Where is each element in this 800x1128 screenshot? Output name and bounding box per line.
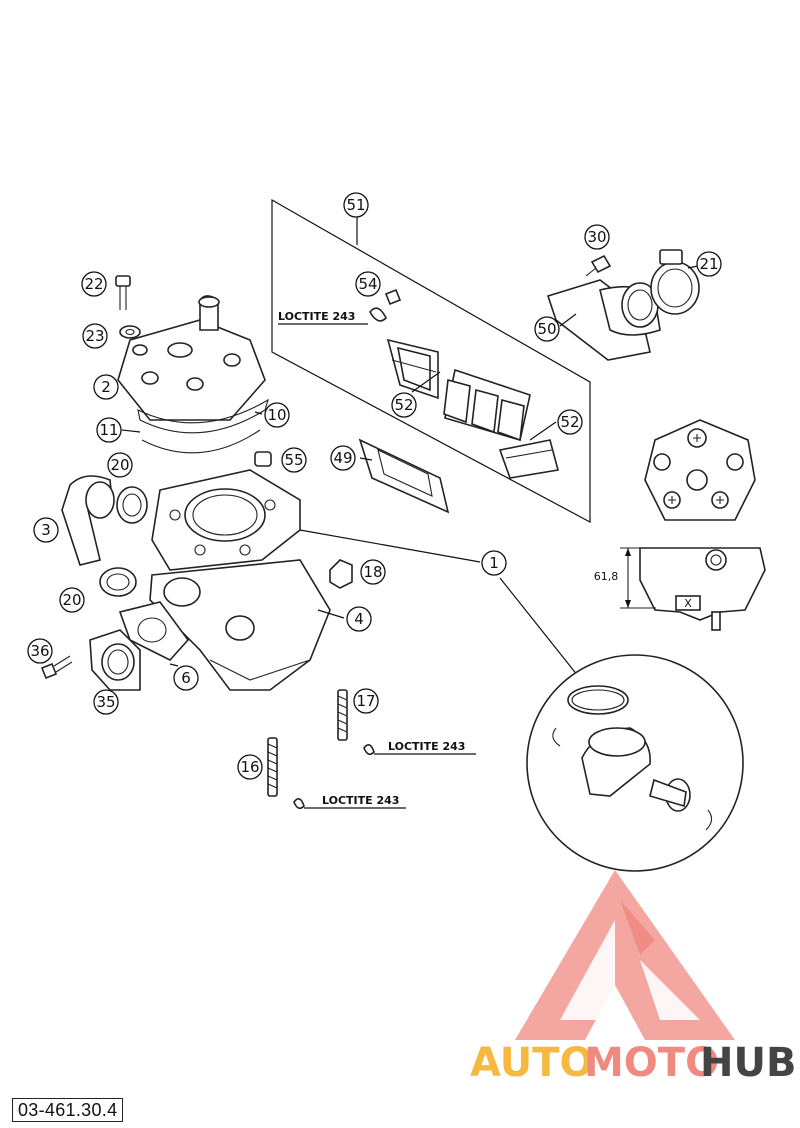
o-ring-11 bbox=[141, 429, 261, 454]
dimension-label: 61,8 bbox=[594, 570, 619, 583]
reed-petals-left bbox=[386, 338, 439, 400]
watermark-auto: AUTO bbox=[470, 1040, 594, 1086]
head-gasket-10 bbox=[137, 398, 269, 434]
leader-1-piston bbox=[499, 577, 579, 677]
svg-text:52: 52 bbox=[394, 396, 413, 414]
reed-block bbox=[443, 368, 531, 442]
callout-1: 1 bbox=[481, 550, 507, 576]
callout-6: 6 bbox=[173, 665, 199, 691]
svg-text:10: 10 bbox=[267, 406, 286, 424]
callout-16: 16 bbox=[237, 754, 263, 780]
svg-text:20: 20 bbox=[62, 591, 81, 609]
loctite-note-17: LOCTITE 243 bbox=[388, 740, 465, 753]
leader-52b bbox=[529, 421, 557, 441]
callout-10: 10 bbox=[264, 402, 290, 428]
callout-30: 30 bbox=[584, 224, 610, 250]
callout-11: 11 bbox=[96, 417, 122, 443]
callout-49: 49 bbox=[330, 445, 356, 471]
leader-52a bbox=[411, 371, 441, 393]
needle-bearing-20-bottom bbox=[99, 567, 137, 597]
callout-21: 21 bbox=[696, 251, 722, 277]
flange-gasket-6 bbox=[118, 601, 190, 661]
svg-text:4: 4 bbox=[354, 610, 364, 628]
svg-text:51: 51 bbox=[346, 196, 365, 214]
callout-54: 54 bbox=[355, 271, 381, 297]
reed-petals-right bbox=[498, 439, 559, 479]
leader-49 bbox=[359, 457, 373, 461]
callout-4: 4 bbox=[346, 606, 372, 632]
svg-text:30: 30 bbox=[587, 228, 606, 246]
head-marking: X bbox=[684, 597, 692, 610]
leader-1-cylinder bbox=[299, 529, 481, 563]
reed-kit-frame bbox=[271, 198, 591, 524]
cylinder-head-2 bbox=[117, 295, 266, 421]
loctite-note-16: LOCTITE 243 bbox=[322, 794, 399, 807]
callout-17: 17 bbox=[353, 688, 379, 714]
washer-23 bbox=[119, 325, 141, 339]
callout-36: 36 bbox=[27, 638, 53, 664]
intake-manifold-50 bbox=[546, 279, 661, 361]
watermark-moto: MOTO bbox=[584, 1040, 719, 1086]
callout-50: 50 bbox=[534, 316, 560, 342]
cylinder-4 bbox=[149, 469, 331, 691]
svg-text:18: 18 bbox=[363, 563, 382, 581]
callout-2: 2 bbox=[93, 374, 119, 400]
svg-text:54: 54 bbox=[358, 275, 377, 293]
svg-text:17: 17 bbox=[356, 692, 375, 710]
svg-text:1: 1 bbox=[489, 554, 499, 572]
callout-55: 55 bbox=[281, 447, 307, 473]
hose-clamp-21 bbox=[650, 249, 700, 315]
callout-23: 23 bbox=[82, 323, 108, 349]
callout-20-top: 20 bbox=[107, 452, 133, 478]
leader-4 bbox=[317, 609, 345, 619]
head-bolt-22 bbox=[115, 275, 131, 310]
callout-51: 51 bbox=[343, 192, 369, 218]
leader-21 bbox=[687, 265, 699, 269]
leader-50 bbox=[559, 313, 577, 327]
piston-kit-detail bbox=[526, 654, 744, 872]
svg-text:20: 20 bbox=[110, 456, 129, 474]
leader-6 bbox=[169, 663, 179, 667]
head-side-view-detail bbox=[620, 547, 766, 631]
leader-10 bbox=[254, 411, 263, 415]
screw-36 bbox=[40, 655, 73, 680]
screw-30 bbox=[585, 254, 612, 277]
head-top-view-detail bbox=[644, 419, 756, 521]
loctite-note-reed: LOCTITE 243 bbox=[278, 310, 355, 323]
svg-text:49: 49 bbox=[333, 449, 352, 467]
stud-16 bbox=[267, 737, 305, 810]
nut-18 bbox=[329, 559, 353, 589]
svg-text:52: 52 bbox=[560, 413, 579, 431]
svg-text:6: 6 bbox=[181, 669, 191, 687]
callout-3: 3 bbox=[33, 517, 59, 543]
callout-22: 22 bbox=[81, 271, 107, 297]
screw-54 bbox=[369, 288, 402, 322]
svg-text:35: 35 bbox=[96, 693, 115, 711]
svg-text:16: 16 bbox=[240, 758, 259, 776]
svg-text:3: 3 bbox=[41, 521, 51, 539]
needle-bearing-20-top bbox=[116, 486, 148, 524]
leader-11 bbox=[121, 429, 141, 433]
callout-18: 18 bbox=[360, 559, 386, 585]
watermark-logo bbox=[515, 870, 735, 1040]
svg-text:22: 22 bbox=[84, 275, 103, 293]
svg-text:55: 55 bbox=[284, 451, 303, 469]
svg-text:2: 2 bbox=[101, 378, 111, 396]
exhaust-flange-35 bbox=[89, 629, 141, 691]
callout-52-right: 52 bbox=[557, 409, 583, 435]
callout-52-left: 52 bbox=[391, 392, 417, 418]
svg-text:50: 50 bbox=[537, 320, 556, 338]
document-code: 03-461.30.4 bbox=[12, 1098, 124, 1122]
intake-gasket-49 bbox=[358, 438, 450, 514]
svg-text:23: 23 bbox=[85, 327, 104, 345]
svg-text:11: 11 bbox=[99, 421, 118, 439]
callout-35: 35 bbox=[93, 689, 119, 715]
stud-17 bbox=[337, 689, 375, 756]
watermark-hub: HUB bbox=[700, 1040, 796, 1086]
dowel-55 bbox=[254, 451, 272, 467]
callout-20-bottom: 20 bbox=[59, 587, 85, 613]
svg-text:21: 21 bbox=[699, 255, 718, 273]
svg-text:36: 36 bbox=[30, 642, 49, 660]
